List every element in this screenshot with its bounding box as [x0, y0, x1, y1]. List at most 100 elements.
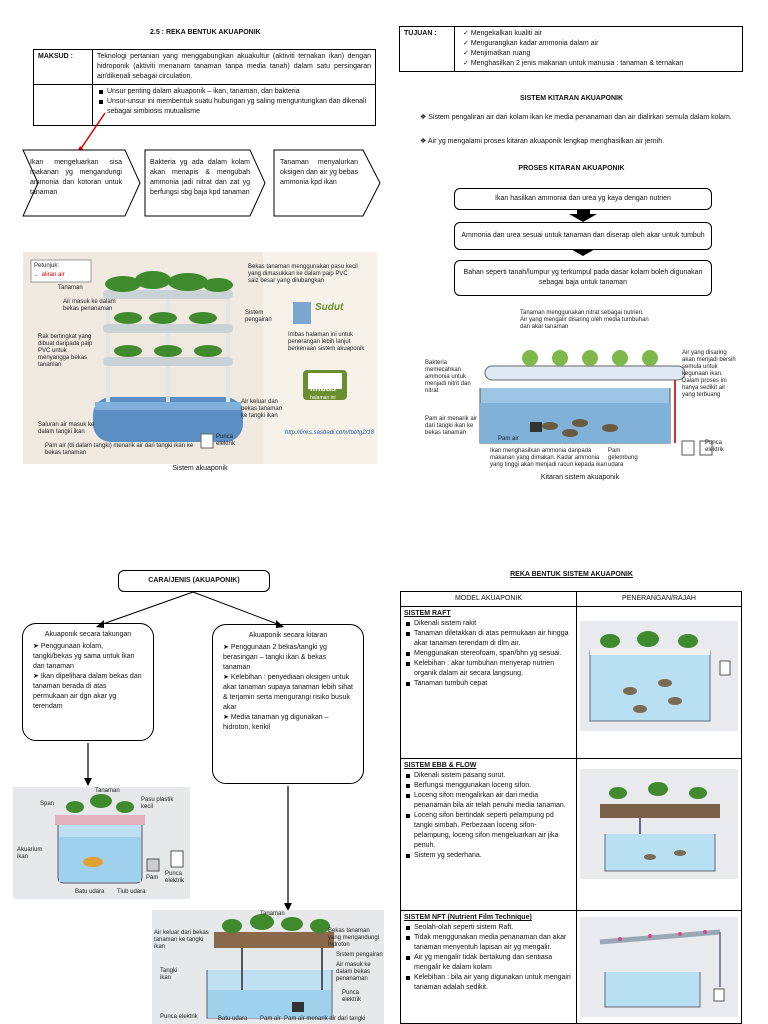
photo-label: Span [40, 801, 55, 807]
reka-model-items: Dikenali sistem pasang surut. Berfungsi … [404, 771, 573, 861]
aliran-label: ← aliran air [34, 272, 65, 278]
cara-right-item: ➤ Kelebihan : penyediaan oksigen untuk a… [223, 674, 353, 711]
aquaponic-cycle-illustration [479, 350, 713, 456]
reka-item: Tanaman diletakkan di atas permukaan air… [406, 629, 573, 649]
chevron-text: Ikan mengeluarkan sisa makanan yg mengan… [30, 159, 122, 196]
photo-label: Tanaman [58, 285, 83, 291]
photo-label: Air yang disaring akan menjadi bersih se… [682, 350, 736, 398]
photo-label: Pam air menarik air dari tangki ikan ke … [425, 416, 478, 436]
reka-item: Berfungsi menggunakan loceng sifon. [406, 781, 573, 791]
imbas-url: http://links.sasbadi.com/tbt/tg2/18 [285, 430, 375, 436]
photo-label: Pam [146, 875, 159, 881]
photo-label: Ikan menghasilkan ammonia daripada makan… [490, 448, 608, 468]
reka-table: MODEL AKUAPONIK PENERANGAN/RAJAH SISTEM … [400, 591, 742, 1024]
photo-label: Tanaman [260, 911, 285, 917]
reka-item: Dikenali sistem rakit [406, 619, 573, 629]
reka-item: Seolah-olah seperti sistem Raft. [406, 923, 573, 933]
reka-item: Sistem yg sederhana. [406, 851, 573, 861]
photo-label: Pam gelembung udara [608, 448, 638, 468]
reka-item: Tidak menggunakan media penanaman dan ak… [406, 933, 573, 953]
cara-title: CARA/JENIS (AKUAPONIK) [118, 570, 270, 592]
photo-label: Air keluar dari bekas tanaman ke tangki … [154, 930, 209, 950]
tujuan-label: TUJUAN : [399, 26, 455, 72]
kitaran-title: SISTEM KITARAN AKUAPONIK [519, 95, 624, 102]
reka-model-name: SISTEM RAFT [404, 610, 451, 617]
photo-caption: Kitaran sistem akuaponik [540, 474, 620, 481]
photo-label: Sistem pengairan [245, 310, 272, 323]
photo-label: Bekas tanaman yang mengandungi hidroton [328, 928, 380, 948]
cara-right-item: ➤ Penggunaan 2 bekas/tangki yg berasinga… [223, 644, 327, 671]
maksud-bullets: Unsur penting dalam akuaponik – ikan, ta… [97, 87, 371, 117]
reka-item: Kelebihan : bila air yang digunakan untu… [406, 973, 573, 993]
reka-item: Menggunakan stereofoam, span/bhn yg sesu… [406, 649, 573, 659]
photo-label: Punca elektrik [160, 1014, 198, 1020]
process-step: Ammonia dan urea sesuai untuk tanaman da… [454, 222, 712, 250]
photo-label: Rak bertingkat yang dibuat daripada paip… [38, 334, 93, 368]
imbas-text: Imbas halaman ini untuk penerangan lebih… [288, 332, 365, 352]
maksud-bullet: Unsur-unsur ini membentuk suatu hubungan… [99, 97, 371, 117]
cara-right-title: Akuaponik secara kitaran [248, 632, 328, 639]
photo-label: Punca elektrik [165, 871, 185, 884]
tujuan-table: TUJUAN : ✓ Mengekalkan kualiti air ✓ Men… [399, 26, 743, 72]
cara-right-box: Akuaponik secara kitaran ➤ Penggunaan 2 … [212, 624, 364, 784]
aquaponic-cycle-diagram: Tanaman menggunakan nitrat sebagai nutri… [420, 308, 740, 473]
process-step: Bahan seperti tanah/lumpur yg terkumpul … [454, 260, 712, 296]
cara-left-item: ➤ Ikan dipelihara dalam bekas dan tanama… [33, 673, 142, 710]
reka-item: Tanaman tumbuh cepat [406, 679, 573, 689]
photo-label: Air masuk ke dalam bekas penanaman [336, 962, 371, 982]
chevron-text: Bakteria yg ada dalam kolam akan menapis… [150, 159, 250, 196]
proses-title: PROSES KITARAN AKUAPONIK [518, 165, 625, 172]
reka-col-header: MODEL AKUAPONIK [400, 591, 577, 607]
tujuan-item: ✓ Mengurangkan kadar ammonia dalam air [463, 40, 599, 47]
photo-label: Batu udara [75, 889, 105, 895]
photo-label: Tanaman [95, 788, 120, 794]
kitaran-illustration [206, 914, 334, 1019]
photo-label: Punca elektrik [216, 434, 236, 447]
photo-caption: Sistem akuaponik [172, 465, 228, 472]
photo-label: Tangki ikan [160, 968, 178, 981]
photo-label: Pam air [260, 1016, 281, 1022]
cara-left-item: ➤ Penggunaan kolam, tangki/bekas yg sama… [33, 643, 135, 670]
photo-label: Tanaman menggunakan nitrat sebagai nutri… [520, 310, 649, 330]
maksud-label: MAKSUD : [33, 49, 93, 85]
photo-label: Sistem pengairan [336, 952, 383, 958]
petunjuk-label: Petunjuk: [34, 263, 60, 269]
reka-item: Dikenali sistem pasang surut. [406, 771, 573, 781]
photo-label: Bakteria memecahkan ammonia untuk menjad… [425, 360, 471, 394]
chevron-text: Tanaman menyalurkan oksigen dan air yg b… [280, 159, 358, 186]
reka-model-items: Dikenali sistem rakit Tanaman diletakkan… [404, 619, 573, 689]
photo-label: Pam air [498, 436, 519, 442]
sudut-logo: Sudut [315, 302, 344, 313]
tujuan-item: ✓ Menghasilkan 2 jenis makanan untuk man… [463, 60, 684, 67]
maksud-bullet: Unsur penting dalam akuaponik – ikan, ta… [99, 87, 371, 97]
photo-label: Pam air (di dalam tangki) menarik air da… [45, 443, 194, 456]
reka-item: Kelebihan : akar tumbuhan menyerap nutri… [406, 659, 573, 679]
aquaponic-rack-illustration [23, 252, 377, 464]
imbas-logo: Imbas [310, 383, 337, 393]
reka-model-name: SISTEM EBB & FLOW [404, 762, 477, 769]
photo-label: Akuarium ikan [17, 847, 43, 860]
photo-label: Punca elektrik [705, 440, 725, 453]
photo-label: Batu udara [218, 1016, 248, 1022]
photo-label: Saluran air masuk ke dalam tangki ikan [38, 422, 95, 435]
reka-model-items: Seolah-olah seperti sistem Raft. Tidak m… [404, 923, 573, 993]
tujuan-item: ✓ Mengekalkan kualiti air [463, 30, 543, 37]
photo-label: Punca elektrik [342, 990, 362, 1003]
tujuan-item: ✓ Menjimatkan ruang [463, 50, 531, 57]
photo-label: Air masuk ke dalam bekas penanaman [63, 299, 116, 312]
takungan-illustration [55, 794, 184, 884]
section-title: 2.5 : REKA BENTUK AKUAPONIK [150, 29, 261, 36]
photo-label: Air keluar dan bekas tanaman ke tangki i… [241, 399, 283, 419]
nft-diagram [580, 917, 738, 1017]
cara-left-title: Akuaponik secara takungan [44, 631, 132, 638]
maksud-table: MAKSUD : Teknologi pertanian yang mengga… [33, 49, 376, 126]
imbas-sub: halaman ini [310, 395, 336, 401]
kitaran-point: ❖ Sistem pengaliran air dari kolam ikan … [420, 114, 732, 121]
process-step: Ikan hasilkan ammonia dan urea yg kaya d… [454, 188, 712, 210]
reka-title: REKA BENTUK SISTEM AKUAPONIK [510, 571, 633, 578]
photo-label: Pasu plastik kecil [141, 797, 174, 810]
cara-right-item: ➤ Media tanaman yg digunakan – hidroton,… [223, 714, 329, 731]
kitaran-point: ❖ Air yg mengalami proses kitaran akuapo… [420, 138, 665, 145]
maksud-definition: Teknologi pertanian yang menggabungkan a… [92, 49, 376, 85]
